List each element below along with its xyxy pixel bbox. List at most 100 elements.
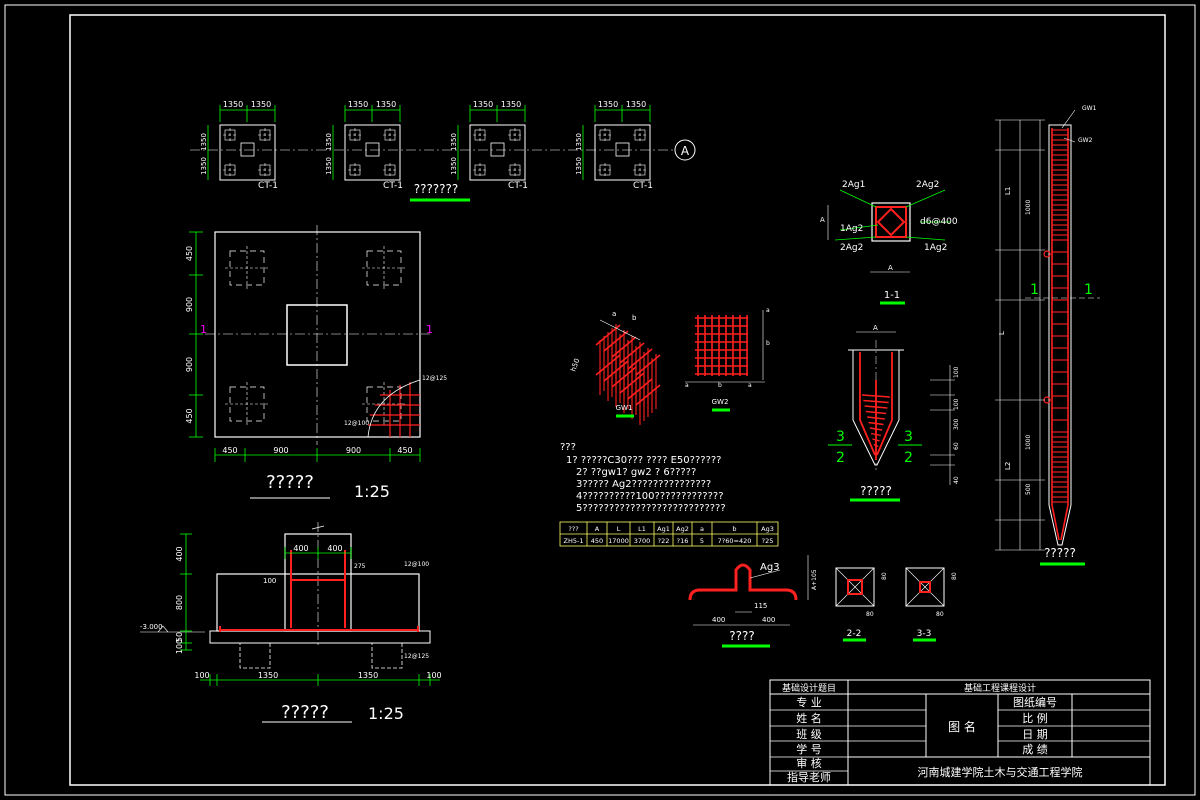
tip-dim-a: A [873,324,878,332]
label-1ag2-right: 1Ag2 [924,243,947,253]
table-header-cell: Ag1 [657,525,670,533]
tip-dim-1: 100 [953,366,960,378]
tip-dim-5: 40 [953,476,960,484]
section-small-dim-a: 100 [263,577,276,585]
hook-dim-left: 400 [712,616,725,624]
cap-label: CT-1 [633,181,653,191]
hook-dim-right: 400 [762,616,775,624]
elev-section-mark-right: 1 [1084,282,1093,298]
rebar-callout-a: 12@125 [422,375,447,382]
cap-section-dim-top: 400 [327,544,342,553]
mesh-dim-b1: b [718,382,722,389]
cap-plan-dim-bottom: 450 [397,446,412,455]
tip-mark-3-left: 3 [836,429,845,445]
inner-frame [69,14,1166,786]
elev-dim-l1: L1 [1004,187,1012,195]
tb-row-class: 班 级 [796,728,822,741]
table-header-cell: L1 [638,525,646,533]
hook-dim-mid: 115 [754,602,767,610]
cap-dim-side-b: 1350 [575,157,583,175]
note-line-5: 5??????????????????????????? [576,503,726,514]
section-rebar-bottom: 12@125 [404,653,429,660]
elevation-label: -3.000 [140,623,163,631]
tb-drawing-label: 图 名 [948,719,976,734]
elev-gw1: GW1 [1082,105,1097,112]
table-cell: 5 [700,537,704,545]
note-line-1: 1? ?????C30??? ???? E50?????? [566,455,722,466]
cap-plan-pile-2 [362,246,406,290]
note-line-2: 2? ??gw1? gw2 ? 6????? [576,467,696,478]
table-cell: 7?60=420 [718,537,752,545]
cap-plan-dim-left: 900 [185,357,194,372]
tip-mark-2-right: 2 [904,450,913,466]
rebar-mesh-gw2: a b a b a GW2 [685,307,770,412]
cap-dim-top-b: 1350 [501,100,521,109]
cap-section-dim-bottom: 100 [426,671,441,680]
section-3-3: 80 80 3-3 [905,567,958,642]
cap-dim-top-a: 1350 [223,100,243,109]
design-notes: ??? 1? ?????C30??? ???? E50?????? 2? ??g… [560,442,726,514]
note-line-3: 3????? Ag2??????????????? [576,479,711,490]
label-1ag2-left: 1Ag2 [840,224,863,234]
cap-plan-dim-bottom: 900 [346,446,361,455]
table-header-cell: A [595,525,600,533]
table-cell: ?25 [762,537,774,545]
pile-tip-detail: A 3 2 3 2 100 300 100 60 40 ????? [828,324,960,502]
mesh-dim-r2: a [766,307,770,314]
cap-section-dim-left: 50 [175,632,184,642]
axis-label-a: A [681,144,690,158]
cap-plan-dim-bottom: 900 [273,446,288,455]
table-cell: ZH5-1 [564,537,584,545]
elev-section-mark-left: 1 [1030,282,1039,298]
gw1-label: GW1 [616,404,633,412]
section-small-dim-b: 275 [354,563,366,570]
dim-a-horizontal: A [888,264,893,272]
cage-dim-h: h50 [569,357,581,372]
label-2ag1: 2Ag1 [842,180,865,190]
cap-dim-side-a: 1350 [450,133,458,151]
elev-dim-l2: L2 [1004,462,1012,470]
cap-dim-side-a: 1350 [200,133,208,151]
cap-section-scale: 1:25 [368,704,404,723]
cap-section-title: ????? [281,702,329,723]
cap-plan-pile-4 [362,382,406,426]
sec33-dim-v: 80 [951,572,958,580]
cap-dim-side-a: 1350 [575,133,583,151]
mesh-dim-r1: b [766,340,770,347]
tip-dim-4: 60 [953,442,960,450]
table-cell: 450 [591,537,603,545]
cap-plan-title: ????? [266,472,314,493]
cap-section-dim-top: 400 [293,544,308,553]
sec33-dim-h: 80 [936,611,944,618]
tip-mark-2-left: 2 [836,450,845,466]
notes-heading: ??? [560,442,576,453]
hook-dim-height: A+105 [811,569,818,590]
elev-dim-500: 500 [1025,483,1032,495]
tb-row-review: 审 核 [796,756,822,770]
table-header-cell: b [732,525,736,533]
note-line-4: 4??????????100????????????? [576,491,724,502]
cap-section-dim-left: 100 [175,639,184,654]
cap-label: CT-1 [383,181,403,191]
cap-dim-top-b: 1350 [251,100,271,109]
section-mark-right: 1 [426,323,433,336]
tb-field-scale: 比 例 [1022,711,1048,725]
cap-dim-side-b: 1350 [325,157,333,175]
cap-dim-top-a: 1350 [348,100,368,109]
tb-header-right: 基础工程课程设计 [964,682,1036,694]
pile-tip-title: ????? [860,484,892,498]
cage-dim-a: a [612,310,616,318]
mesh-dim-a1: a [685,382,689,389]
cap-section: 100 275 12@100 12@125 -3.000 ????? 1:25 … [140,522,442,723]
table-cell: 3700 [634,537,651,545]
gw2-label: GW2 [712,398,729,406]
label-2ag2-bottom: 2Ag2 [840,243,863,253]
cage-dim-b: b [632,314,637,322]
tip-dim-3: 100 [953,398,960,410]
tip-dim-2: 300 [953,418,960,430]
